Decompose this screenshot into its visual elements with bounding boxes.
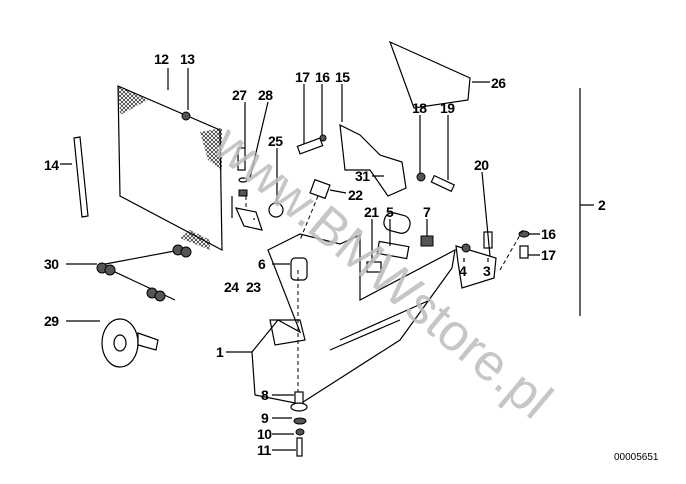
part-29-horn bbox=[101, 318, 159, 368]
assembly-lines bbox=[245, 195, 525, 271]
part-21-clip bbox=[366, 261, 382, 273]
part-7-rubber bbox=[420, 235, 434, 247]
part-4-washer bbox=[461, 243, 471, 253]
label-12: 12 bbox=[154, 51, 169, 67]
part-8-11-stack bbox=[290, 270, 308, 457]
label-16: 16 bbox=[315, 69, 330, 85]
part-28-washer bbox=[238, 177, 248, 183]
label-3: 3 bbox=[483, 263, 491, 279]
label-18: 18 bbox=[412, 100, 427, 116]
part-22-nut bbox=[309, 178, 331, 200]
label-13: 13 bbox=[180, 51, 195, 67]
label-5: 5 bbox=[386, 204, 394, 220]
label-1: 1 bbox=[216, 344, 224, 360]
label-17-right: 17 bbox=[541, 247, 556, 263]
label-2: 2 bbox=[598, 197, 606, 213]
part-6-rubber-mount bbox=[290, 257, 308, 281]
label-21: 21 bbox=[364, 204, 379, 220]
label-31: 31 bbox=[355, 168, 370, 184]
label-29: 29 bbox=[44, 313, 59, 329]
label-11: 11 bbox=[257, 442, 272, 458]
leader-lines bbox=[60, 68, 540, 451]
label-4: 4 bbox=[459, 263, 467, 279]
part-16-washer bbox=[319, 134, 327, 142]
part-radiator-grille bbox=[117, 85, 223, 252]
part-25-grommet bbox=[268, 202, 284, 218]
part-14-strip bbox=[73, 136, 89, 218]
part-26-bracket bbox=[388, 40, 471, 109]
part-15-bracket bbox=[339, 123, 407, 197]
part-16-washer-right bbox=[518, 230, 530, 238]
label-25: 25 bbox=[268, 133, 283, 149]
label-17: 17 bbox=[295, 69, 310, 85]
label-8: 8 bbox=[261, 387, 269, 403]
part-17-bolt bbox=[296, 137, 324, 155]
part-5-holder bbox=[376, 240, 410, 260]
part-13-screw bbox=[181, 111, 191, 121]
part-17-bolt-right bbox=[519, 245, 529, 259]
label-23: 23 bbox=[246, 279, 261, 295]
label-16-right: 16 bbox=[541, 226, 556, 242]
label-15: 15 bbox=[335, 69, 350, 85]
label-24: 24 bbox=[224, 279, 239, 295]
part-30-wiring bbox=[96, 244, 192, 302]
reference-number: 00005651 bbox=[614, 452, 659, 463]
label-27: 27 bbox=[232, 87, 247, 103]
label-14: 14 bbox=[44, 157, 59, 173]
part-18-washer bbox=[416, 172, 426, 182]
label-26: 26 bbox=[491, 75, 506, 91]
label-19: 19 bbox=[440, 100, 455, 116]
label-28: 28 bbox=[258, 87, 273, 103]
part-19-bolt bbox=[430, 174, 456, 193]
part-23-clip bbox=[234, 207, 263, 231]
label-30: 30 bbox=[44, 256, 59, 272]
label-6: 6 bbox=[258, 256, 266, 272]
group-bracket-2 bbox=[579, 88, 594, 316]
part-24-nut bbox=[238, 189, 248, 197]
part-27-screw bbox=[237, 147, 246, 171]
label-10: 10 bbox=[257, 426, 272, 442]
label-22: 22 bbox=[348, 187, 363, 203]
part-20-bracket bbox=[455, 245, 497, 289]
label-9: 9 bbox=[261, 410, 269, 426]
label-7: 7 bbox=[423, 204, 431, 220]
label-20: 20 bbox=[474, 157, 489, 173]
